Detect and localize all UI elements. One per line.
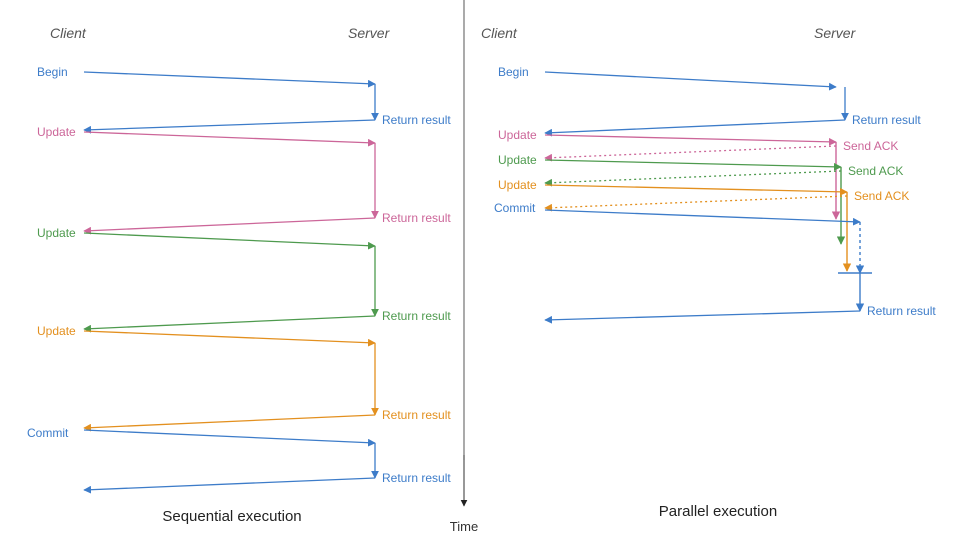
message-label-sequential-begin-request: Begin [37,65,68,79]
actor-label-client-sequential: Client [50,25,87,41]
message-label-parallel-update3-ack: Send ACK [854,189,909,203]
message-parallel-update3-ack: Send ACK [544,189,909,212]
time-axis-group: Time [450,455,478,534]
message-label-sequential-update3-request: Update [37,324,76,338]
message-label-parallel-update2-request: Update [498,153,537,167]
message-sequential-update3-request: Update [37,324,376,347]
message-label-parallel-update1-request: Update [498,128,537,142]
actor-label-client-parallel: Client [481,25,518,41]
message-parallel-commit-return: Return result [544,304,936,324]
message-label-sequential-begin-return: Return result [382,113,451,127]
message-label-parallel-update2-ack: Send ACK [848,164,903,178]
message-label-parallel-commit-request: Commit [494,201,536,215]
message-sequential-commit-request: Commit [27,426,376,447]
message-sequential-update2-return: Return result [83,246,451,333]
panel-caption-sequential: Sequential execution [162,508,301,525]
message-sequential-update3-return: Return result [83,343,451,432]
message-parallel-update1-request: Update [498,128,837,146]
message-parallel-update2-ack: Send ACK [544,164,903,187]
message-parallel-begin-request: Begin [498,65,837,91]
message-sequential-update2-request: Update [37,226,376,250]
message-parallel-update1-ack: Send ACK [544,139,898,162]
message-sequential-begin-request: Begin [37,65,376,88]
message-parallel-update3-request: Update [498,178,848,196]
message-label-parallel-begin-return: Return result [852,113,921,127]
message-label-parallel-commit-return: Return result [867,304,936,318]
message-sequential-commit-return: Return result [83,443,451,494]
message-label-sequential-update1-request: Update [37,125,76,139]
message-parallel-update2-request: Update [498,153,842,171]
message-label-parallel-update1-ack: Send ACK [843,139,898,153]
message-label-sequential-commit-request: Commit [27,426,69,440]
message-label-sequential-update3-return: Return result [382,408,451,422]
time-axis-label: Time [450,519,478,534]
message-parallel-begin-return: Return result [544,87,921,137]
message-sequential-update1-request: Update [37,125,376,147]
message-label-sequential-update2-request: Update [37,226,76,240]
message-label-sequential-update1-return: Return result [382,211,451,225]
message-parallel-commit-request: Commit [494,201,861,226]
actor-label-server-parallel: Server [814,25,857,41]
actor-label-server-sequential: Server [348,25,391,41]
message-label-sequential-update2-return: Return result [382,309,451,323]
message-sequential-update1-return: Return result [83,143,451,235]
message-label-parallel-begin-request: Begin [498,65,529,79]
time-axis: Time [450,455,478,534]
message-label-parallel-update3-request: Update [498,178,537,192]
panel-caption-parallel: Parallel execution [659,503,777,520]
message-label-sequential-commit-return: Return result [382,471,451,485]
message-sequential-begin-return: Return result [83,84,451,134]
